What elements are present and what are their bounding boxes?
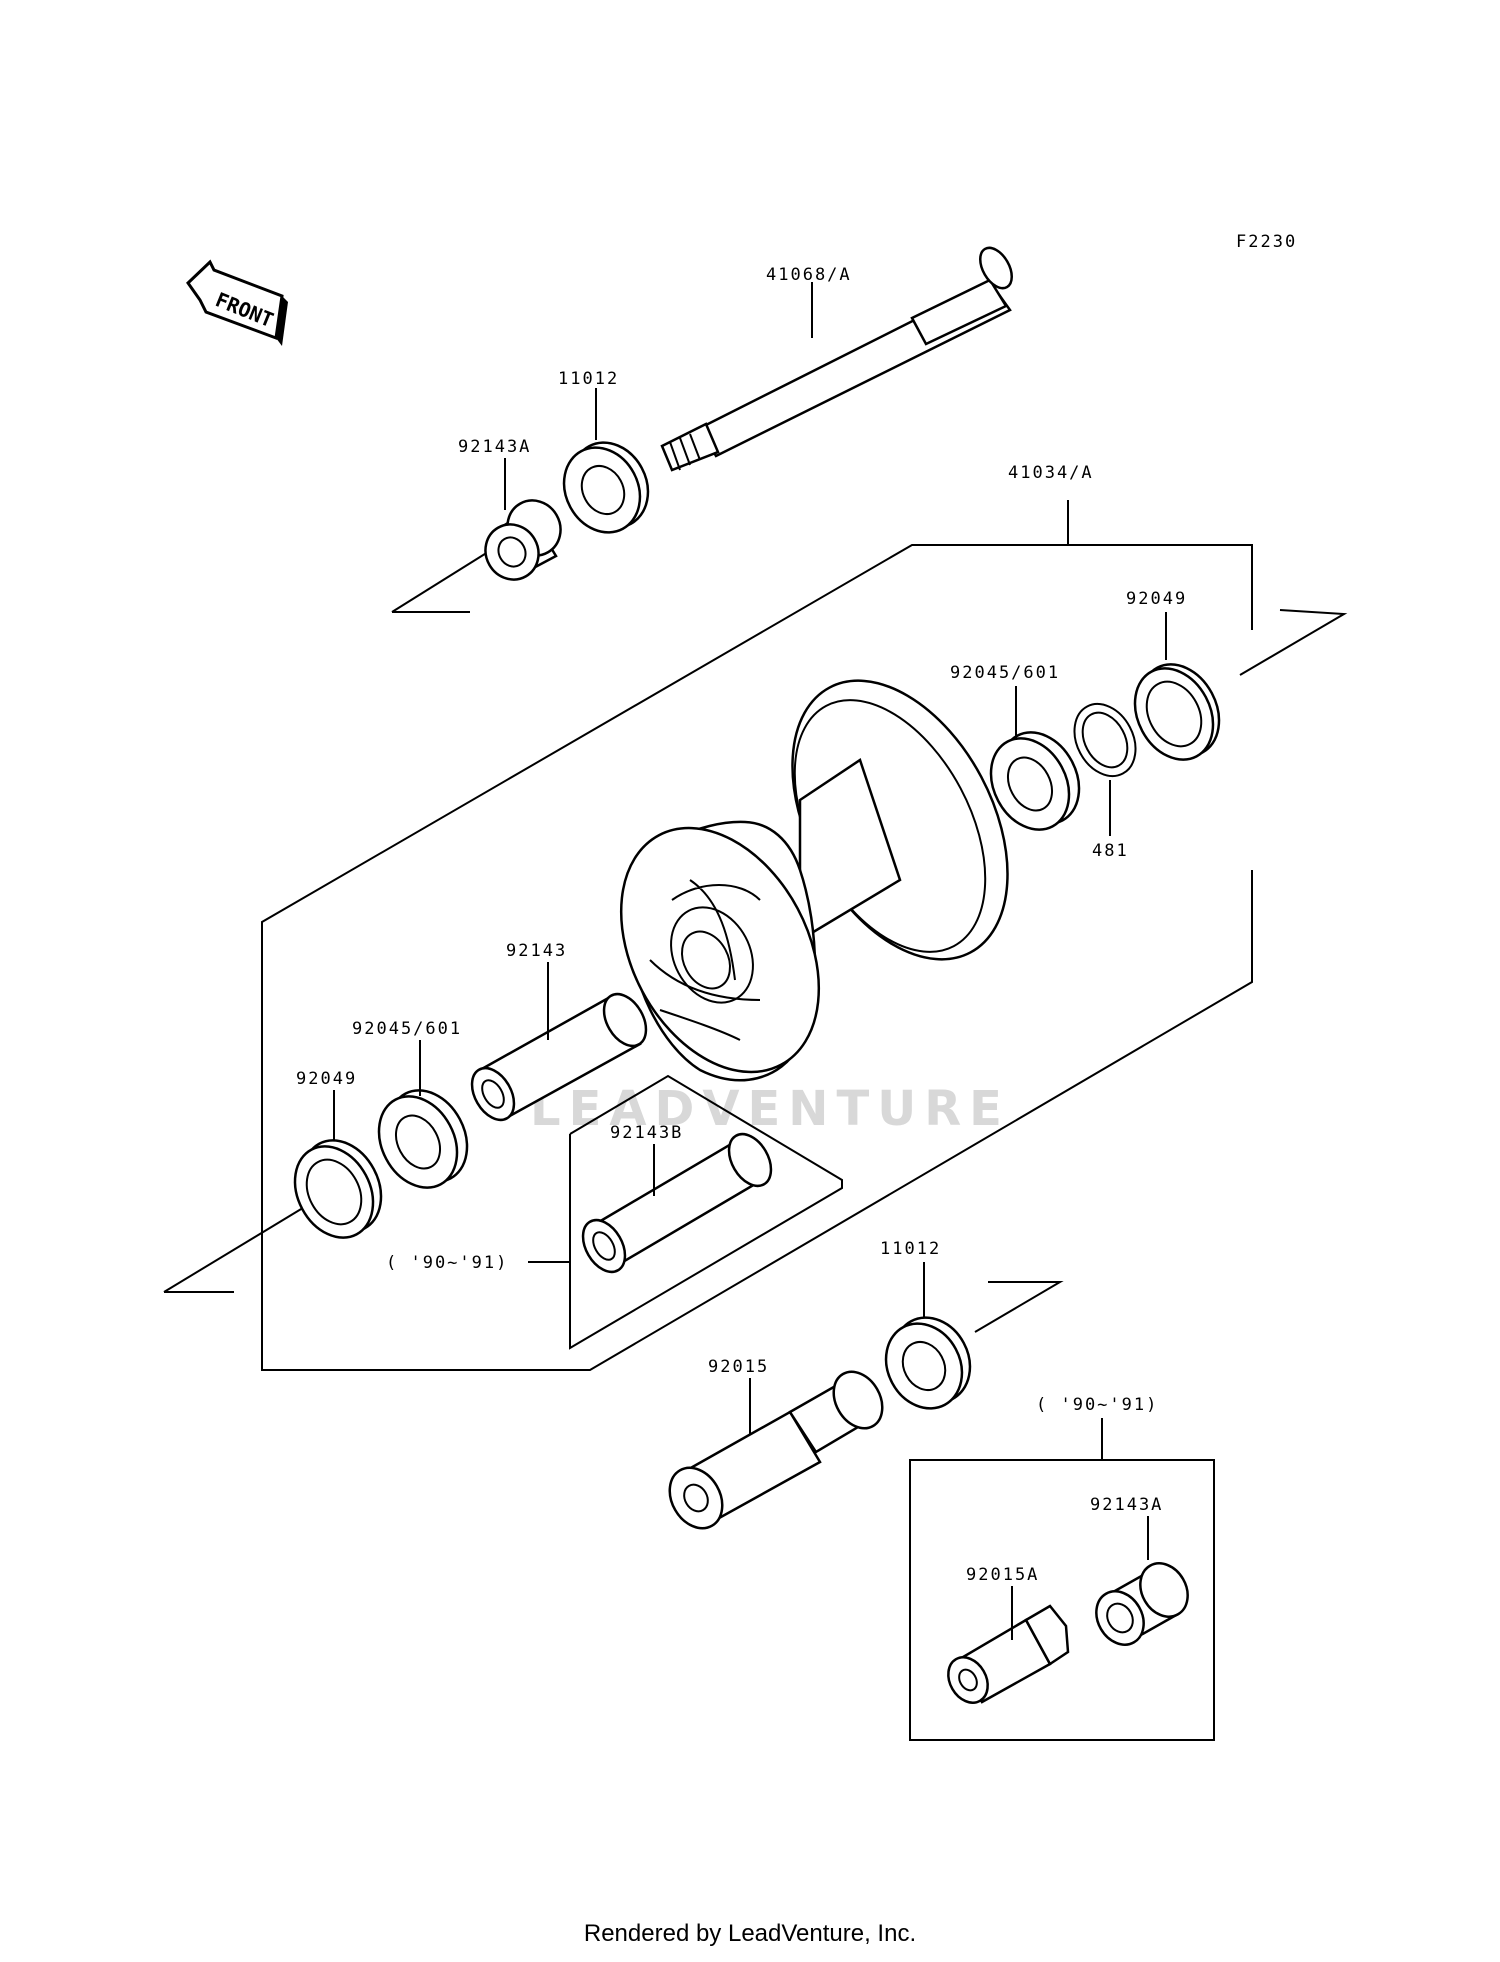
- footer-credit: Rendered by LeadVenture, Inc.: [583, 1920, 917, 1947]
- label-year-note-right: ( '90~'91): [1036, 1395, 1158, 1415]
- label-year-note-left: ( '90~'91): [386, 1253, 508, 1273]
- label-bearing-left: 92045/601: [352, 1019, 462, 1039]
- label-spacer: 92143: [506, 941, 567, 961]
- label-hub: 41034/A: [1008, 463, 1094, 483]
- label-axle: 41068/A: [766, 265, 852, 285]
- circlip: [1073, 702, 1137, 778]
- diagram-code: F2230: [1236, 232, 1297, 252]
- seal-left: [293, 1139, 383, 1239]
- seal-right: [1133, 663, 1221, 761]
- label-collar-bottom-a: 92015A: [966, 1565, 1039, 1585]
- inset-right: [909, 1418, 1215, 1741]
- bearing-right: [989, 731, 1081, 831]
- bearing-top: [562, 441, 650, 534]
- label-seal-left: 92049: [296, 1069, 357, 1089]
- label-circlip: 481: [1092, 841, 1129, 861]
- label-collar-bottom: 92015: [708, 1357, 769, 1377]
- hub-bracket: [261, 500, 1253, 1371]
- collar-a-bottom: [1095, 1562, 1189, 1646]
- label-seal-right: 92049: [1126, 589, 1187, 609]
- label-bearing-top: 11012: [558, 369, 619, 389]
- label-bearing-right: 92045/601: [950, 663, 1060, 683]
- inset-spacer-b: [569, 1074, 843, 1350]
- collar-top: [484, 499, 562, 581]
- bearing-bottom: [884, 1316, 972, 1410]
- axle: [660, 246, 1013, 472]
- bearing-left: [377, 1089, 469, 1189]
- label-bearing-bottom: 11012: [880, 1239, 941, 1259]
- label-collar-top: 92143A: [458, 437, 531, 457]
- spacer: [470, 992, 648, 1122]
- label-collar-a: 92143A: [1090, 1495, 1163, 1515]
- hub: [619, 679, 1009, 1082]
- label-spacer-b: 92143B: [610, 1123, 683, 1143]
- front-arrow-icon: FRONT: [186, 259, 288, 346]
- axis-lines: [163, 551, 1348, 1333]
- leader-lines: [333, 282, 1167, 1640]
- collar-bottom: [668, 1370, 884, 1530]
- watermark: LEADVENTURE: [530, 1081, 1010, 1137]
- collar-bottom-a: [947, 1604, 1070, 1704]
